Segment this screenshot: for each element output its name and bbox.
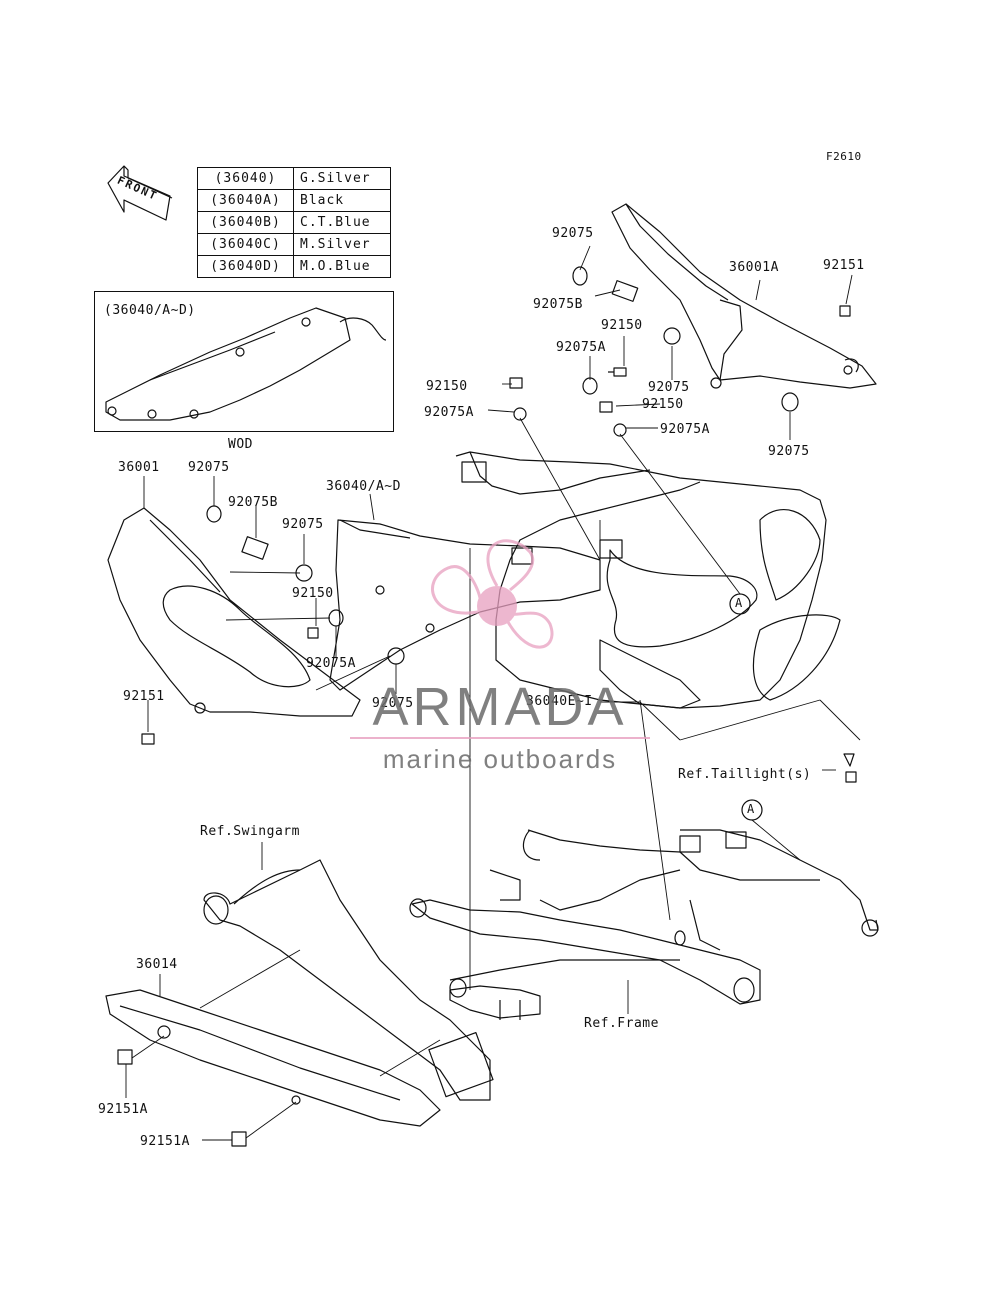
inset-cover-drawing	[105, 307, 387, 421]
inset-caption: WOD	[228, 437, 253, 452]
part-label: 92075	[282, 517, 324, 532]
part-label: 92150	[292, 586, 334, 601]
front-arrow-icon	[107, 165, 173, 221]
part-label: 92151A	[98, 1102, 148, 1117]
lower-cowl-36040e-drawing	[599, 639, 701, 709]
callout-label: A	[747, 802, 755, 816]
part-label: 92075A	[660, 422, 710, 437]
color-code-cell: (36040C)	[197, 233, 294, 256]
part-label: 92075B	[533, 297, 583, 312]
upper-seat-cowl-drawing	[455, 451, 841, 709]
color-name-cell: M.Silver	[293, 233, 391, 256]
color-table: (36040) G.Silver (36040A) Black (36040B)…	[197, 167, 391, 278]
part-label: 36001	[118, 460, 160, 475]
part-label: 92075A	[424, 405, 474, 420]
part-label: 92151A	[140, 1134, 190, 1149]
part-label: 92075A	[306, 656, 356, 671]
color-code-cell: (36040A)	[197, 189, 294, 212]
part-label: 92075	[372, 696, 414, 711]
part-label: 36001A	[729, 260, 779, 275]
watermark-subtitle: marine outboards	[382, 744, 618, 774]
watermark-title: ARMADA	[372, 677, 628, 737]
part-label: 92075	[188, 460, 230, 475]
inset-title: (36040/A~D)	[104, 303, 196, 318]
table-row: (36040B) C.T.Blue	[197, 211, 391, 234]
fastener-parts-drawing	[117, 266, 857, 1147]
part-label: 92075	[552, 226, 594, 241]
inset-box	[94, 291, 394, 432]
side-cover-36001-drawing	[107, 507, 361, 717]
color-name-cell: Black	[293, 189, 391, 212]
leader-lines	[125, 245, 861, 1141]
swingarm-drawing	[203, 859, 494, 1101]
part-label: 36040/A~D	[326, 479, 401, 494]
part-label: 92150	[642, 397, 684, 412]
figure-code: F2610	[826, 150, 862, 163]
part-label: 36040E~I	[526, 694, 593, 709]
part-label: 92075	[768, 444, 810, 459]
color-code-cell: (36040)	[197, 167, 294, 190]
part-label: 92151	[823, 258, 865, 273]
armada-propeller-logo	[431, 539, 554, 649]
table-row: (36040D) M.O.Blue	[197, 255, 391, 278]
color-name-cell: M.O.Blue	[293, 255, 391, 278]
frame-drawing	[409, 829, 879, 1020]
table-row: (36040) G.Silver	[197, 167, 391, 190]
part-label: 92075B	[228, 495, 278, 510]
part-label: 36014	[136, 957, 178, 972]
part-label: 92075	[648, 380, 690, 395]
table-row: (36040A) Black	[197, 189, 391, 212]
side-cover-36040-drawing	[329, 519, 601, 691]
color-name-cell: C.T.Blue	[293, 211, 391, 234]
color-code-cell: (36040D)	[197, 255, 294, 278]
part-label: Ref.Swingarm	[200, 824, 300, 839]
part-label: 92150	[601, 318, 643, 333]
callout-label: A	[735, 596, 743, 610]
color-code-cell: (36040B)	[197, 211, 294, 234]
part-label: 92150	[426, 379, 468, 394]
part-label: 92075A	[556, 340, 606, 355]
table-row: (36040C) M.Silver	[197, 233, 391, 256]
part-label: Ref.Taillight(s)	[678, 767, 812, 782]
chain-guard-36014-drawing	[105, 989, 441, 1127]
part-label: 92151	[123, 689, 165, 704]
part-label: Ref.Frame	[584, 1016, 659, 1031]
color-name-cell: G.Silver	[293, 167, 391, 190]
tail-cowl-36001a-drawing	[611, 203, 877, 389]
